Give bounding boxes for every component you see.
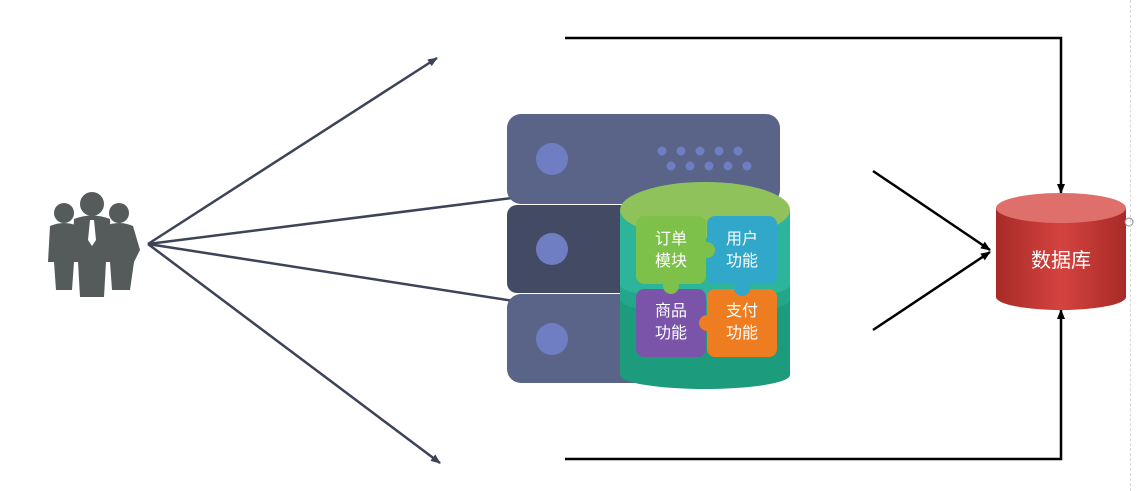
module-order-piece [636,216,706,284]
arrow-to-server-top [147,195,521,246]
puzzle-modules-icon [620,182,790,389]
users-group-icon [48,192,140,297]
page-edge-divider [1130,0,1131,491]
arrow-to-top [147,56,438,246]
module-product-piece [636,289,706,357]
database-cylinder-icon [996,193,1134,310]
module-order-label: 订单 模块 [654,229,687,270]
arrow-to-bottom [147,243,441,464]
module-payment-piece [707,289,777,357]
user-request-arrows [147,56,521,464]
module-user-label: 用户 功能 [725,229,758,270]
module-payment-label: 支付 功能 [725,301,758,342]
arrow-to-server-bottom [147,242,521,304]
module-product-label: 商品 功能 [654,301,687,342]
db-access-arrows [565,36,1065,461]
database-label: 数据库 [1031,248,1091,272]
module-user-piece [707,216,777,284]
